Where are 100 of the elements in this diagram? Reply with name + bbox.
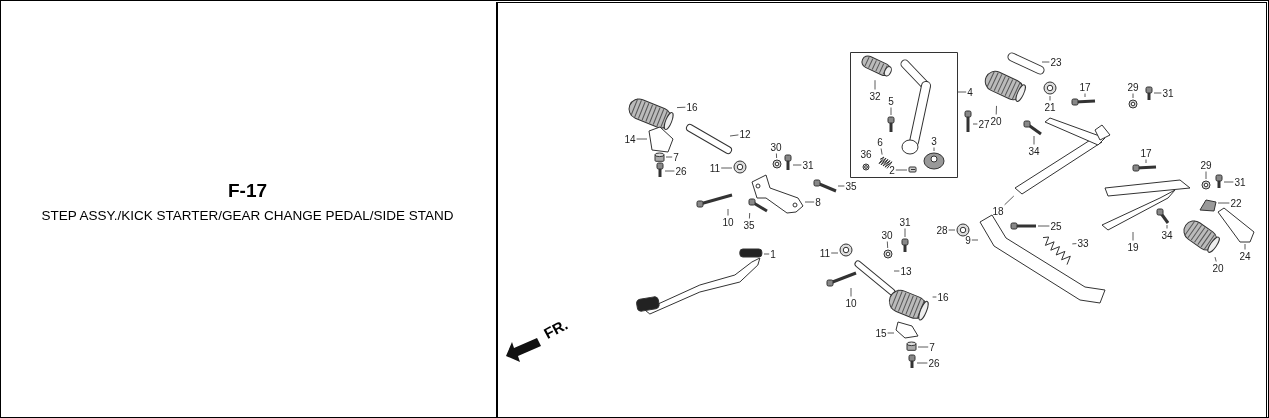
callout-number: 26	[928, 357, 940, 369]
collar-drawing	[653, 150, 666, 163]
callout-number: 21	[1044, 101, 1056, 113]
leader-line	[830, 252, 839, 254]
leader-line	[874, 79, 876, 90]
bolt-drawing	[1022, 119, 1043, 136]
callout-number: 32	[869, 90, 881, 102]
callout-number: 8	[815, 196, 821, 208]
callout-number: 33	[1077, 237, 1089, 249]
leader-line	[804, 201, 815, 203]
callout-number: 26	[675, 165, 687, 177]
washer-drawing	[732, 159, 748, 175]
callout-number: 20	[1212, 262, 1224, 274]
leader-line	[665, 156, 673, 158]
callout-number: 7	[929, 341, 935, 353]
callout-number: 12	[739, 128, 751, 140]
leader-line	[1166, 224, 1168, 229]
callout-number: 5	[888, 95, 894, 107]
leader-line	[636, 138, 648, 140]
bracket-drawing	[1216, 206, 1256, 244]
leader-line	[1214, 256, 1217, 262]
callout-number: 25	[1050, 220, 1062, 232]
washer-drawing	[838, 242, 854, 258]
lever-drawing	[1013, 116, 1112, 196]
leader-line	[932, 296, 937, 298]
leader-line	[676, 106, 686, 108]
callout-number: 9	[965, 234, 971, 246]
bolt-drawing	[825, 271, 858, 288]
callout-number: 23	[1050, 56, 1062, 68]
leader-line	[1041, 61, 1050, 63]
bracket-drawing	[647, 125, 675, 154]
leader-line	[1145, 159, 1147, 164]
leader-line	[749, 212, 751, 219]
leader-line	[916, 362, 928, 364]
callout-number: 20	[990, 115, 1002, 127]
rod-drawing	[1010, 55, 1042, 72]
bolt-drawing	[695, 193, 734, 209]
nut-drawing	[1200, 179, 1212, 191]
callout-number: 10	[722, 216, 734, 228]
bolt-drawing	[1155, 207, 1170, 225]
leader-line	[890, 107, 892, 116]
leader-line	[904, 228, 906, 238]
callout-number: 11	[819, 247, 831, 259]
leader-line	[1223, 181, 1234, 183]
callout-number: 13	[900, 265, 912, 277]
leader-line	[792, 164, 802, 166]
boss-drawing	[922, 151, 946, 171]
callout-number: 3	[931, 135, 937, 147]
leader-line	[887, 332, 895, 334]
callout-number: 22	[1230, 197, 1242, 209]
pin-drawing	[1144, 85, 1154, 102]
leader-line	[1132, 93, 1134, 99]
bolt-drawing	[1009, 221, 1038, 231]
callout-number: 16	[686, 101, 698, 113]
leader-line	[763, 253, 770, 255]
leader-line	[972, 123, 978, 125]
callout-number: 1	[770, 248, 776, 260]
callout-number: 34	[1028, 145, 1040, 157]
bolt-drawing	[1131, 163, 1158, 173]
nut-drawing	[1127, 98, 1139, 110]
callout-number: 15	[875, 327, 887, 339]
leader-line	[886, 241, 889, 249]
washer-drawing	[1042, 80, 1058, 96]
leader-line	[664, 170, 675, 172]
leader-line	[1004, 195, 1015, 206]
leader-line	[850, 287, 852, 297]
callout-number: 4	[967, 86, 973, 98]
bolt-drawing	[655, 161, 665, 179]
pedal-drawing	[634, 247, 764, 316]
leader-line	[1033, 135, 1035, 145]
pin-drawing	[783, 153, 793, 172]
leader-line	[880, 148, 883, 155]
nut-drawing	[882, 248, 894, 260]
side-stand-drawing	[978, 213, 1107, 305]
leader-line	[837, 185, 845, 187]
lever-drawing	[1100, 178, 1192, 232]
callout-number: 31	[899, 216, 911, 228]
leader-line	[776, 153, 777, 159]
bracket-drawing	[1198, 198, 1218, 213]
leader-line	[1037, 225, 1050, 227]
leader-line	[917, 346, 929, 348]
rod-drawing	[856, 262, 894, 294]
leader-line	[893, 270, 900, 272]
bolt-drawing	[812, 178, 838, 193]
callout-number: 30	[770, 141, 782, 153]
leader-line	[957, 91, 967, 93]
callout-number: 29	[1200, 159, 1212, 171]
callout-number: 17	[1079, 81, 1091, 93]
callout-number: 34	[1161, 229, 1173, 241]
callout-number: 35	[845, 180, 857, 192]
leader-line	[1132, 231, 1134, 241]
leader-line	[971, 239, 979, 241]
leader-line	[1205, 171, 1207, 180]
callout-number: 36	[860, 148, 872, 160]
leader-line	[995, 105, 997, 115]
bolt-drawing	[886, 115, 896, 134]
callout-number: 18	[992, 205, 1004, 217]
bracket-drawing	[750, 173, 805, 215]
leader-line	[1084, 93, 1086, 98]
diagram-subtitle: STEP ASSY./KICK STARTER/GEAR CHANGE PEDAL/SIDE STAND	[40, 208, 455, 224]
